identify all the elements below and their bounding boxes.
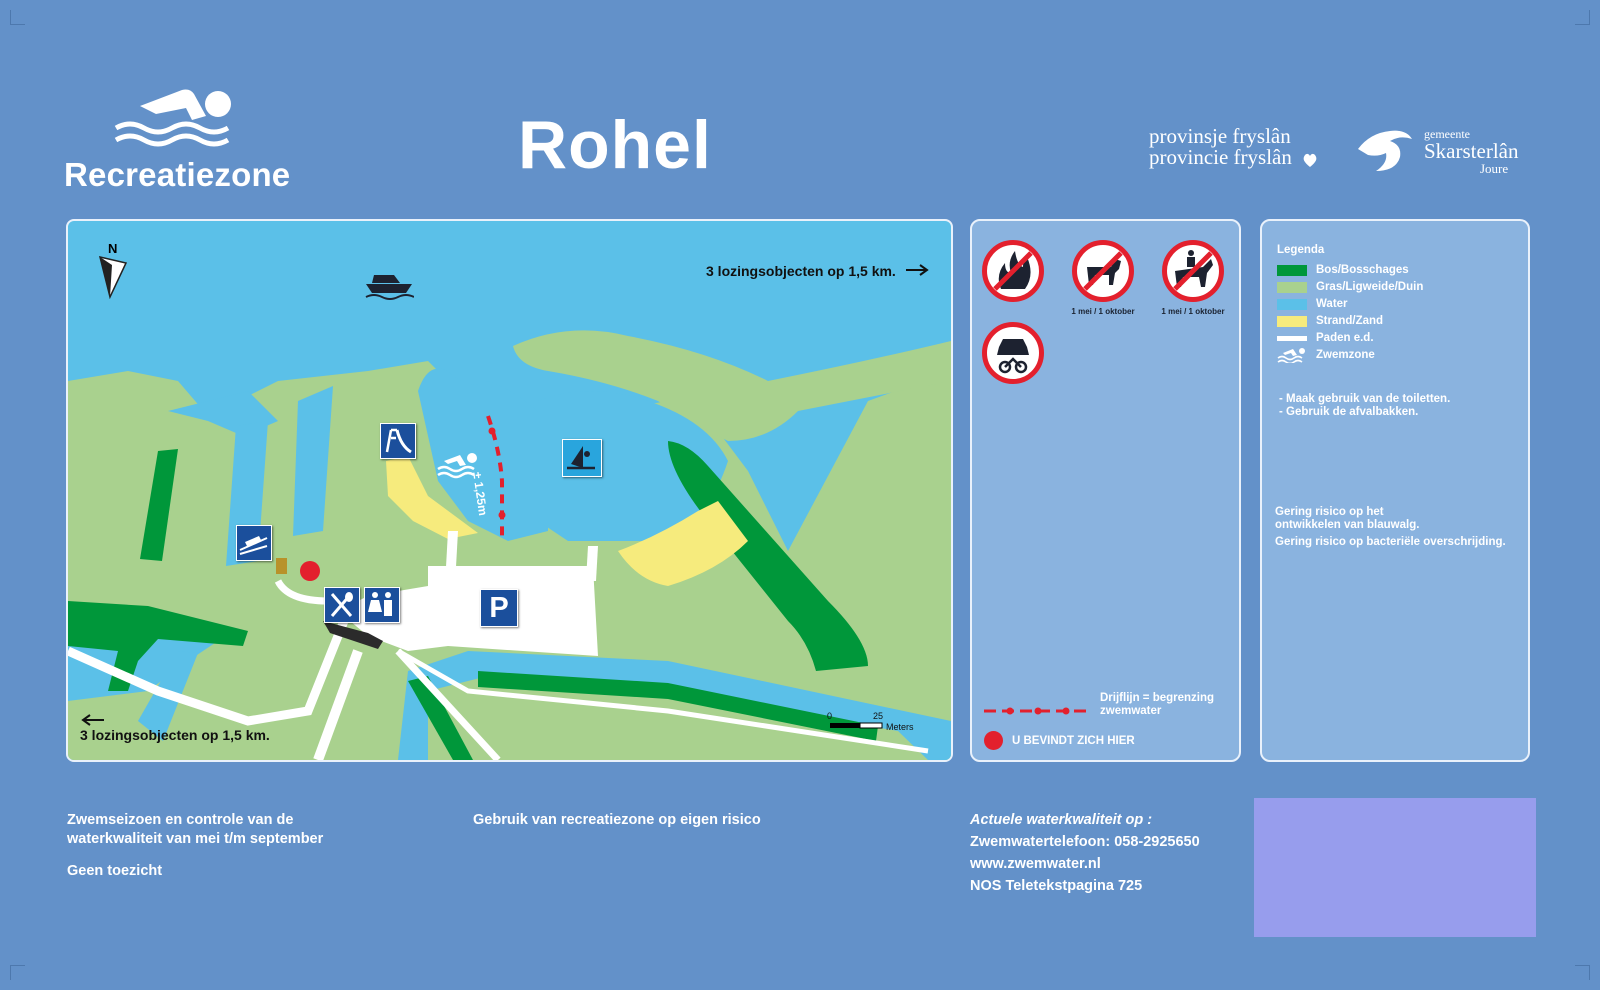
arrow-right-icon <box>906 263 930 282</box>
restaurant-icon <box>324 587 360 623</box>
crop-mark <box>10 965 25 980</box>
swim-logo-icon <box>112 84 236 157</box>
site-map: N 3 lozingsobjecten op 1,5 km. 3 lozings… <box>66 219 953 762</box>
quality-teletext: NOS Teletekstpagina 725 <box>970 878 1143 894</box>
legend-panel: Legenda Bos/Bosschages Gras/Ligweide/Dui… <box>1260 219 1530 762</box>
legend-item-water: Water <box>1277 296 1348 312</box>
discharge-label-bottom: 3 lozingsobjecten op 1,5 km. <box>80 727 270 743</box>
sand-swatch <box>1277 315 1307 327</box>
parking-icon: P <box>480 589 518 627</box>
no-fire-icon <box>982 240 1044 302</box>
prohibition-panel: 1 mei / 1 oktober 1 mei / 1 oktober Drij… <box>970 219 1241 762</box>
municipality-prefix: gemeente <box>1424 127 1470 141</box>
season-text: Zwemseizoen en controle van de waterkwal… <box>67 812 324 847</box>
crop-mark <box>1575 10 1590 25</box>
province-heart-icon <box>1302 152 1318 173</box>
legend-item-paths: Paden e.d. <box>1277 330 1374 346</box>
boat-icon <box>364 271 415 306</box>
boat-launch-icon <box>236 525 272 561</box>
path-swatch <box>1277 335 1307 341</box>
risk-bacteria: Gering risico op bacteriële overschrijdi… <box>1275 536 1506 548</box>
slide-icon <box>380 423 416 459</box>
north-arrow-icon <box>98 255 128 304</box>
quality-website: www.zwemwater.nl <box>970 856 1101 872</box>
legend-rule: - Gebruik de afvalbakken. <box>1279 406 1419 418</box>
legend-label: Water <box>1316 298 1348 310</box>
you-are-here-marker <box>300 561 320 581</box>
water-swatch <box>1277 298 1307 310</box>
supervision-text: Geen toezicht <box>67 863 163 879</box>
crop-mark <box>1575 965 1590 980</box>
scale-unit: Meters <box>886 722 914 732</box>
forest-swatch <box>1277 264 1307 276</box>
legend-item-grass: Gras/Ligweide/Duin <box>1277 279 1423 295</box>
legend-label: Bos/Bosschages <box>1316 264 1409 276</box>
zone-label: Recreatiezone <box>64 156 291 193</box>
windsurf-icon <box>562 439 602 477</box>
north-label: N <box>108 241 118 256</box>
sign-caption-horses: 1 mei / 1 oktober <box>1161 307 1225 316</box>
legend-rule: - Maak gebruik van de toiletten. <box>1279 393 1451 405</box>
page-title: Rohel <box>518 107 712 183</box>
no-dogs-icon <box>1072 240 1134 302</box>
grass-swatch <box>1277 281 1307 293</box>
risk-text: Gebruik van recreatiezone op eigen risic… <box>473 812 761 828</box>
no-vehicles-icon <box>982 322 1044 384</box>
float-line-icon <box>982 702 1094 720</box>
sign-caption-dogs: 1 mei / 1 oktober <box>1071 307 1135 316</box>
province-name-frisian: provinsje fryslân <box>1149 124 1291 148</box>
you-are-here-label: U BEVINDT ZICH HIER <box>1012 735 1135 747</box>
legend-label: Strand/Zand <box>1316 315 1384 327</box>
legend-label: Zwemzone <box>1316 349 1375 361</box>
toilets-icon <box>364 587 400 623</box>
arrow-left-icon <box>80 713 104 732</box>
you-are-here-icon <box>984 731 1003 750</box>
municipality-logo-icon <box>1356 127 1414 178</box>
water-quality-box <box>1254 798 1536 937</box>
scale-start: 0 <box>827 711 833 721</box>
discharge-label-top: 3 lozingsobjecten op 1,5 km. <box>706 263 896 279</box>
scale-end: 25 <box>873 711 884 721</box>
swim-zone-icon <box>1277 348 1307 363</box>
risk-algae: Gering risico op het ontwikkelen van bla… <box>1275 506 1420 531</box>
municipality-name: Skarsterlân <box>1424 139 1519 163</box>
float-line-label: Drijflijn = begrenzing zwemwater <box>1100 692 1215 717</box>
crop-mark <box>10 10 25 25</box>
map-drawing <box>68 330 951 760</box>
legend-item-swim: Zwemzone <box>1277 347 1375 363</box>
legend-item-sand: Strand/Zand <box>1277 313 1383 329</box>
legend-title: Legenda <box>1277 244 1325 256</box>
legend-item-forest: Bos/Bosschages <box>1277 262 1409 278</box>
legend-label: Gras/Ligweide/Duin <box>1316 281 1424 293</box>
legend-label: Paden e.d. <box>1316 332 1374 344</box>
swimmer-icon <box>436 451 480 484</box>
quality-phone: Zwemwatertelefoon: 058-2925650 <box>970 834 1200 850</box>
no-horses-icon <box>1162 240 1224 302</box>
municipality-logo: gemeente Skarsterlân Joure <box>1424 128 1518 175</box>
province-name-dutch: provincie fryslân <box>1149 145 1292 169</box>
province-logo: provinsje fryslân provincie fryslân <box>1149 126 1292 168</box>
municipality-place: Joure <box>1480 161 1509 176</box>
quality-title: Actuele waterkwaliteit op : <box>970 812 1153 828</box>
